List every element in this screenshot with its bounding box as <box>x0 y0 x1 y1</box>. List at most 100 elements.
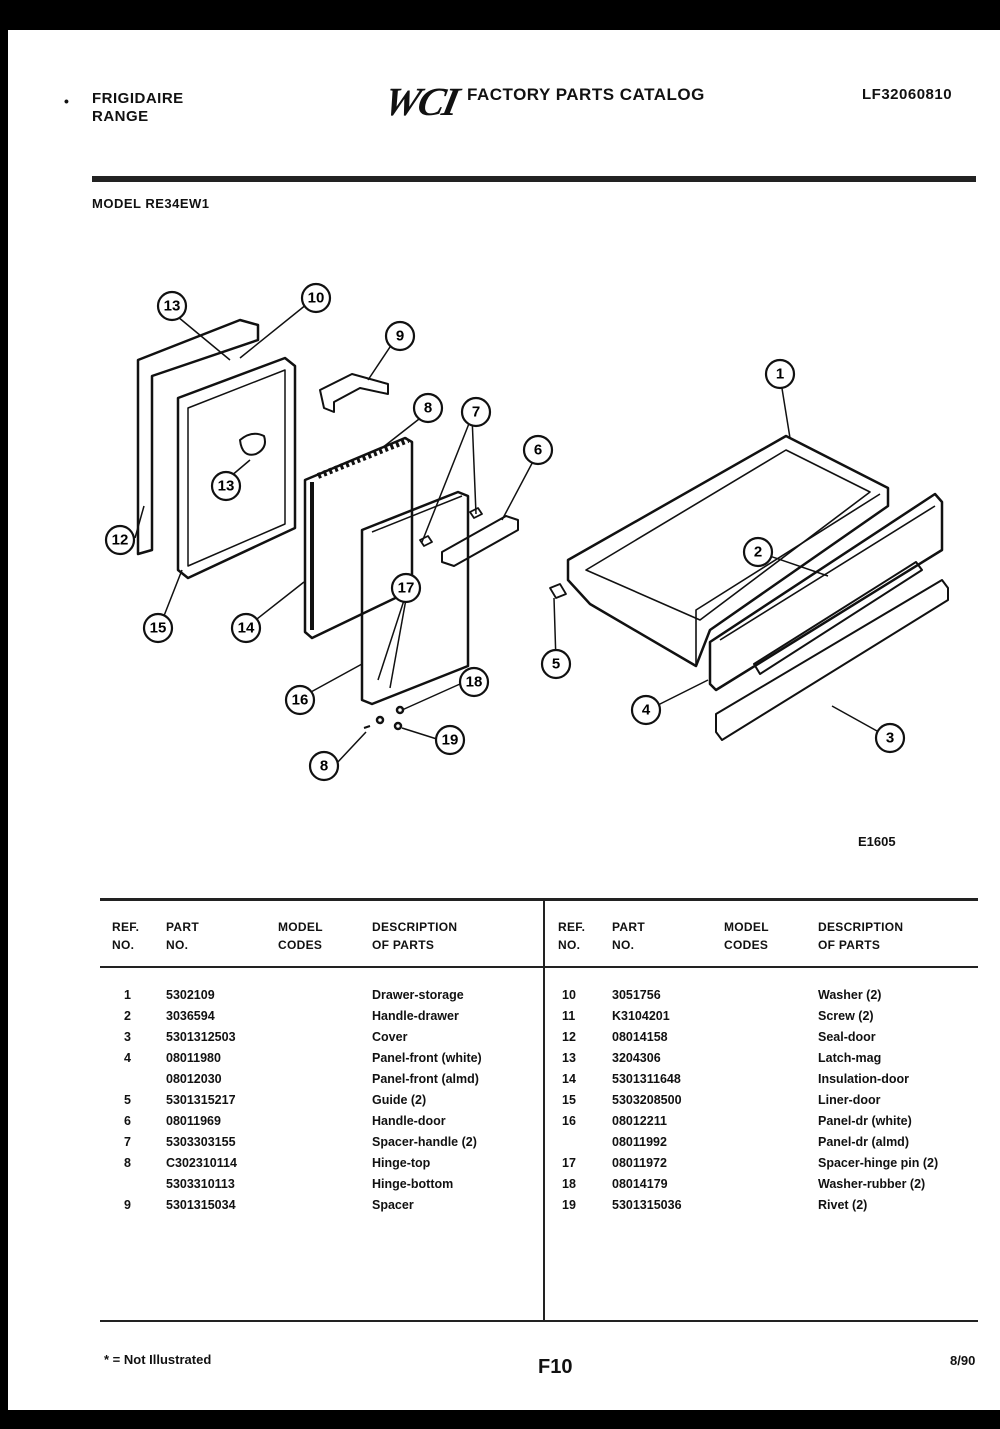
model-line: MODEL RE34EW1 <box>92 196 210 211</box>
svg-text:17: 17 <box>398 580 415 597</box>
table-cell: 5 <box>124 1093 131 1107</box>
table-cell: Panel-front (white) <box>372 1051 482 1065</box>
catalog-number: LF32060810 <box>862 86 953 103</box>
table-cell: Panel-front (almd) <box>372 1072 479 1086</box>
wci-logo: WCI <box>380 79 462 124</box>
callout-18: 18 <box>458 666 490 698</box>
callout-7: 7 <box>460 396 492 428</box>
table-cell: Liner-door <box>818 1093 881 1107</box>
svg-text:9: 9 <box>396 328 404 345</box>
callout-14: 14 <box>230 612 262 644</box>
table-cell: 1 <box>124 988 131 1002</box>
callout-3: 3 <box>874 722 906 754</box>
header-ref-left: REF. NO. <box>112 920 140 952</box>
insulation-door <box>303 436 414 640</box>
svg-text:3: 3 <box>886 730 894 747</box>
table-cell: Drawer-storage <box>372 988 464 1002</box>
table-cell: Guide (2) <box>372 1093 427 1107</box>
drawer-front-panel <box>708 492 944 692</box>
svg-text:6: 6 <box>534 442 542 459</box>
callout-6: 6 <box>522 434 554 466</box>
header-part-right: PART NO. <box>612 920 645 952</box>
callout-11: 13 <box>156 290 188 322</box>
table-cell: 08012030 <box>166 1072 222 1086</box>
table-cell: 3204306 <box>612 1051 661 1065</box>
callout-9: 9 <box>384 320 416 352</box>
table-cell: 12 <box>562 1030 576 1044</box>
svg-text:2: 2 <box>754 544 762 561</box>
callout-12: 12 <box>104 524 136 556</box>
callout-5: 5 <box>540 648 572 680</box>
door-front-panel <box>360 490 470 706</box>
table-cell: Latch-mag <box>818 1051 882 1065</box>
table-top-rule <box>100 898 978 901</box>
scan-border-bottom <box>0 1410 1000 1429</box>
svg-text:18: 18 <box>466 674 483 691</box>
header-rule <box>92 176 976 182</box>
callout-8-top: 8 <box>412 392 444 424</box>
svg-text:8: 8 <box>424 400 432 417</box>
table-cell <box>124 1174 131 1195</box>
figure-code: E1605 <box>858 834 896 849</box>
svg-text:19: 19 <box>442 732 459 749</box>
svg-text:13: 13 <box>164 298 181 315</box>
brand-name: FRIGIDAIRE <box>92 90 184 107</box>
svg-text:8: 8 <box>320 758 328 775</box>
table-cell: 3 <box>124 1030 131 1044</box>
svg-text:14: 14 <box>238 620 255 637</box>
svg-text:15: 15 <box>150 620 167 637</box>
right-desc-column: Washer (2) Screw (2) Seal-door Latch-mag… <box>818 985 938 1216</box>
table-cell: 9 <box>124 1198 131 1212</box>
table-cell: 19 <box>562 1198 576 1212</box>
table-cell: Cover <box>372 1030 408 1044</box>
table-cell: 5301315217 <box>166 1093 236 1107</box>
catalog-title: FACTORY PARTS CATALOG <box>467 85 705 104</box>
brand-block: FRIGIDAIRE RANGE <box>92 90 184 126</box>
table-cell: 08011992 <box>612 1135 667 1149</box>
page-number: F10 <box>538 1356 573 1378</box>
table-cell: 16 <box>562 1114 576 1128</box>
table-cell: 5301315034 <box>166 1198 236 1212</box>
table-cell: 08011980 <box>166 1051 221 1065</box>
callout-8-bottom: 8 <box>308 750 340 782</box>
table-cell: Panel-dr (almd) <box>818 1135 909 1149</box>
drawer-cover <box>715 579 949 741</box>
scan-border-top <box>0 0 1000 30</box>
table-cell: C302310114 <box>166 1156 237 1170</box>
table-cell: 13 <box>562 1051 576 1065</box>
table-cell: 08011969 <box>166 1114 221 1128</box>
table-cell: Insulation-door <box>818 1072 909 1086</box>
table-cell: 18 <box>562 1177 576 1191</box>
header-desc-right: DESCRIPTION OF PARTS <box>818 920 904 952</box>
scan-border-left <box>0 30 8 1429</box>
callout-1: 1 <box>764 358 796 390</box>
table-cell: Seal-door <box>818 1030 876 1044</box>
table-cell: 17 <box>562 1156 576 1170</box>
left-part-column: 5302109 3036594 5301312503 08011980 0801… <box>166 985 237 1216</box>
svg-text:7: 7 <box>472 404 480 421</box>
table-cell: 8 <box>124 1156 131 1170</box>
right-ref-column: 10 11 12 13 14 15 16 17 18 19 <box>562 985 576 1216</box>
svg-text:1: 1 <box>776 366 784 383</box>
callout-13: 13 <box>210 470 242 502</box>
svg-text:16: 16 <box>292 692 309 709</box>
spacer-part <box>319 373 389 413</box>
table-cell: 10 <box>562 988 576 1002</box>
drawer-handle <box>753 561 923 675</box>
product-type: RANGE <box>92 108 149 125</box>
svg-text:5: 5 <box>552 656 560 673</box>
svg-text:4: 4 <box>642 702 651 719</box>
table-cell: 5301311648 <box>612 1072 681 1086</box>
table-cell: 7 <box>124 1135 131 1149</box>
header-model-left: MODEL CODES <box>278 920 323 952</box>
table-cell: 08011972 <box>612 1156 667 1170</box>
table-cell: Spacer <box>372 1198 414 1212</box>
table-cell: 5303303155 <box>166 1135 236 1149</box>
table-cell: Spacer-handle (2) <box>372 1135 477 1149</box>
table-cell: 08012211 <box>612 1114 667 1128</box>
table-cell: Hinge-top <box>372 1156 431 1170</box>
callout-19: 19 <box>434 724 466 756</box>
table-cell: 6 <box>124 1114 131 1128</box>
callout-15: 15 <box>142 612 174 644</box>
table-cell: 2 <box>124 1009 131 1023</box>
